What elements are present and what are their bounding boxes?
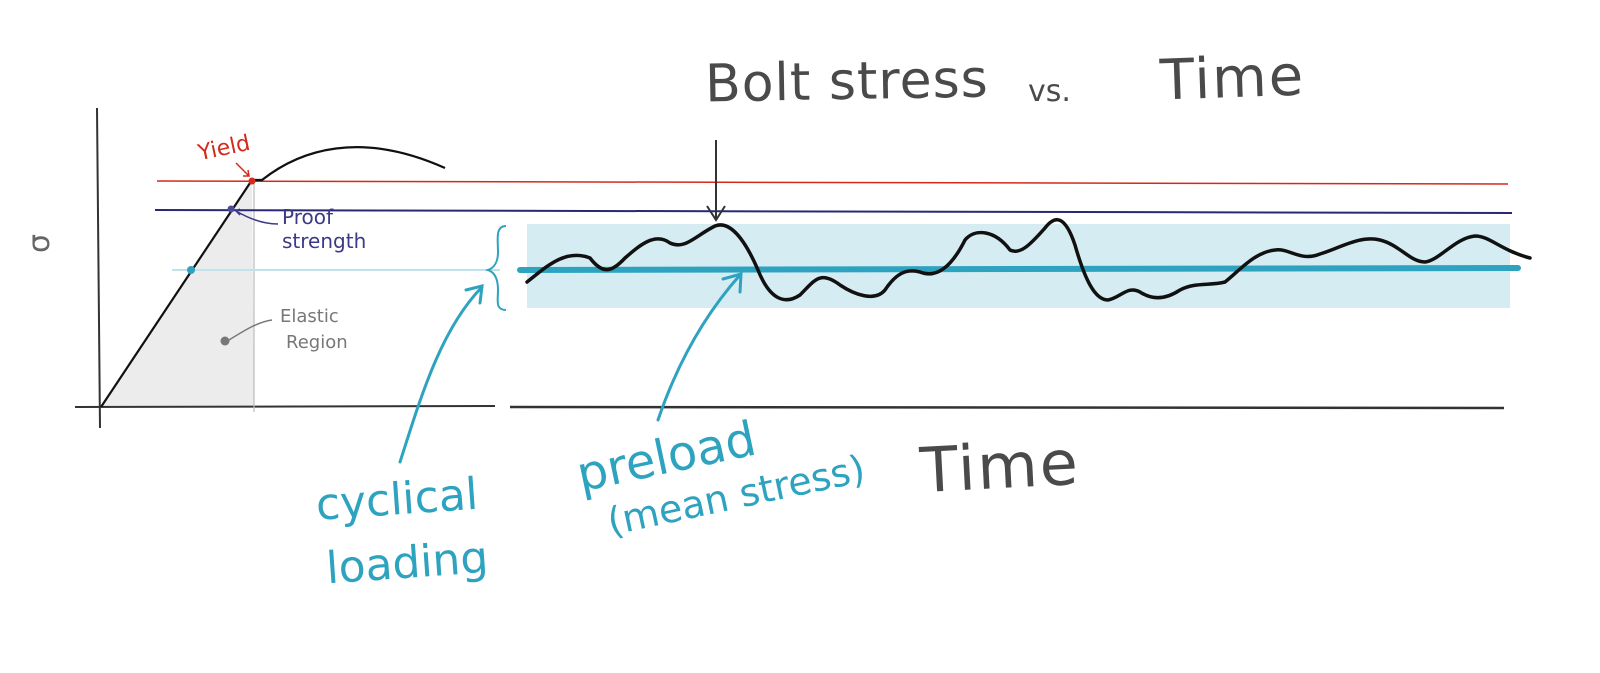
title-vs: vs.: [1028, 74, 1071, 109]
title-down-arrow-head: [706, 205, 726, 222]
preload-arrow: [656, 273, 742, 422]
cyclical-label-line2: loading: [324, 532, 490, 595]
yield-line: [156, 180, 1509, 185]
proof-arrow: [234, 208, 279, 225]
stress-strain-y-axis: [96, 107, 101, 429]
proof-label-line2: strength: [282, 229, 367, 253]
title-time: Time: [1158, 43, 1307, 114]
cyclical-arrow-head: [464, 284, 484, 305]
cyclical-label-line1: cyclical: [314, 468, 480, 531]
elastic-region-label: Elastic Region: [280, 304, 348, 356]
elastic-region-point: [220, 336, 230, 346]
proof-strength-line: [154, 209, 1513, 214]
stress-strain-curve: [100, 146, 446, 408]
proof-strength-label: Proof strength: [282, 205, 366, 253]
yield-arrow: [235, 162, 250, 177]
y-axis-label: σ: [22, 233, 58, 254]
elastic-label-line1: Elastic: [280, 306, 339, 327]
preload-point: [187, 266, 195, 274]
elastic-label-line2: Region: [286, 332, 348, 353]
elastic-pointer: [228, 319, 273, 341]
preload-mean-line: [517, 265, 1521, 273]
proof-point: [227, 205, 235, 213]
time-axis: [509, 405, 1505, 410]
x-axis-label: Time: [918, 425, 1082, 508]
preload-arrow-head: [721, 271, 743, 294]
cyclical-arrow: [398, 285, 484, 464]
proof-label-line1: Proof: [282, 205, 334, 229]
cyclical-loading-label: cyclical loading: [314, 462, 491, 601]
stress-strain-x-axis: [74, 405, 496, 408]
yield-point: [248, 177, 256, 185]
bolt-stress-curve: [525, 218, 1532, 302]
title-bolt-stress: Bolt stress: [704, 49, 990, 115]
cyclical-brace: [484, 225, 507, 311]
